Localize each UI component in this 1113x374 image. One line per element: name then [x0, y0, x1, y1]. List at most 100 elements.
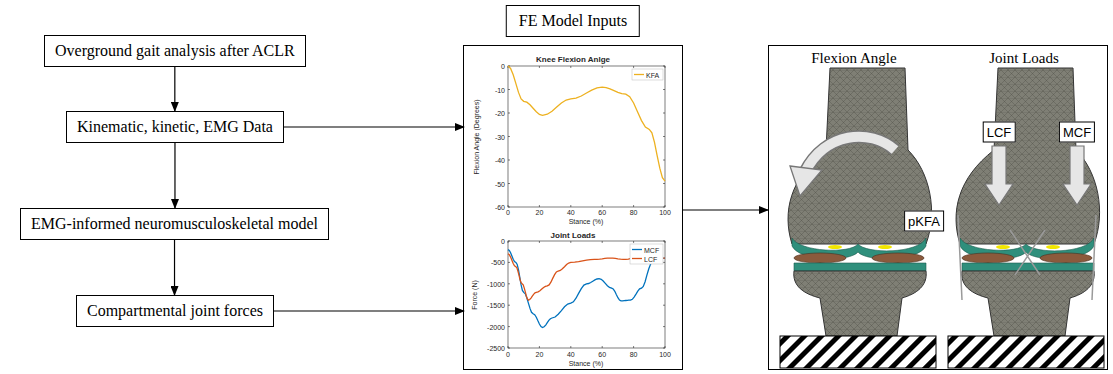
chart-label: 80 — [630, 209, 638, 216]
tick-mark — [539, 205, 540, 207]
axis-ticks — [508, 66, 665, 348]
chart-title: Joint Loads — [464, 231, 682, 240]
tick-mark — [633, 241, 634, 243]
tick-mark — [508, 305, 510, 306]
chart-label: 60 — [598, 209, 606, 216]
flow-arrow — [274, 310, 464, 311]
box-text: Overground gait analysis after ACLR — [55, 42, 295, 59]
tick-mark — [663, 66, 665, 67]
legend-line — [632, 258, 642, 259]
load-arrows — [985, 146, 1091, 205]
tick-mark — [508, 113, 510, 114]
process-box: EMG-informed neuromusculoskeletal model — [20, 208, 329, 240]
process-box: Compartmental joint forces — [76, 295, 274, 327]
callout-label: pKFA — [904, 211, 944, 232]
chart-label: 20 — [535, 351, 543, 358]
tick-mark — [633, 205, 634, 207]
chart-label: 20 — [535, 209, 543, 216]
plot-frame — [508, 241, 665, 348]
axis-label: Flexion Angle (Degrees) — [473, 99, 480, 174]
chart-label: -1500 — [487, 302, 505, 309]
tick-mark — [663, 89, 665, 90]
chart-label: -2500 — [487, 345, 505, 352]
chart-label: Stance (%) — [569, 360, 604, 367]
callout-label: MCF — [1059, 122, 1095, 143]
flow-arrow — [174, 240, 175, 295]
tick-mark — [602, 66, 603, 68]
chart-label: -20 — [495, 110, 505, 117]
tick-mark — [663, 305, 665, 306]
chart-label: 40 — [567, 209, 575, 216]
tick-mark — [663, 241, 665, 242]
tick-mark — [602, 346, 603, 348]
chart-label: 100 — [659, 209, 671, 216]
chart-label: LCF — [644, 255, 657, 262]
tick-mark — [602, 241, 603, 243]
chart-area: Knee Flexion Anlge — [464, 53, 682, 230]
flow-arrow — [683, 209, 768, 210]
process-box: Overground gait analysis after ACLR — [44, 35, 306, 67]
box-text: Compartmental joint forces — [87, 302, 263, 319]
legend-line — [634, 74, 644, 75]
chart-label: 0 — [506, 351, 510, 358]
figure-title: Joint Loads — [939, 50, 1109, 67]
axis-label: Force (N) — [471, 280, 478, 310]
tick-mark — [508, 89, 510, 90]
flexion-arrow-head — [790, 166, 822, 196]
flow-arrow — [284, 126, 464, 127]
process-box: Kinematic, kinetic, EMG Data — [66, 111, 284, 143]
kfa-curve — [508, 66, 665, 181]
tick-mark — [663, 283, 665, 284]
tick-mark — [539, 241, 540, 243]
tick-mark — [663, 262, 665, 263]
chart-label: -10 — [495, 86, 505, 93]
chart-label: 0 — [501, 238, 505, 245]
callout-label: LCF — [983, 122, 1016, 143]
tick-mark — [663, 183, 665, 184]
tick-mark — [539, 66, 540, 68]
chart-label: 0 — [501, 63, 505, 70]
tick-mark — [570, 346, 571, 348]
panel-heading: FE Model Inputs — [506, 5, 640, 37]
box-text: Kinematic, kinetic, EMG Data — [77, 118, 273, 135]
flow-arrow — [174, 67, 175, 111]
chart-label: -50 — [495, 180, 505, 187]
tick-mark — [633, 66, 634, 68]
tick-mark — [663, 136, 665, 137]
chart-label: Stance (%) — [569, 218, 604, 225]
chart-label: 80 — [630, 351, 638, 358]
tick-mark — [508, 160, 510, 161]
chart-label: -500 — [491, 259, 505, 266]
tick-mark — [508, 326, 510, 327]
tick-mark — [570, 241, 571, 243]
legend-frame — [632, 69, 663, 80]
box-text: EMG-informed neuromusculoskeletal model — [31, 215, 318, 232]
tick-mark — [508, 262, 510, 263]
fe-model-panel: Flexion AngleJoint Loads — [768, 45, 1108, 370]
chart-label: -30 — [495, 133, 505, 140]
tick-mark — [508, 183, 510, 184]
tick-mark — [508, 136, 510, 137]
legend-line — [632, 249, 642, 250]
plot-frame — [508, 66, 665, 207]
tick-mark — [539, 346, 540, 348]
tick-mark — [663, 207, 665, 208]
tick-mark — [570, 66, 571, 68]
figure-title: Flexion Angle — [769, 50, 939, 67]
chart-label: 40 — [567, 351, 575, 358]
chart-label: KFA — [646, 71, 659, 78]
chart-label: 60 — [598, 351, 606, 358]
flow-arrow — [174, 143, 175, 208]
chart-label: -60 — [495, 204, 505, 211]
tick-mark — [663, 113, 665, 114]
chart-label: 0 — [506, 209, 510, 216]
chart-label: MCF — [644, 246, 659, 253]
tick-mark — [663, 348, 665, 349]
chart-label: -1000 — [487, 280, 505, 287]
tick-mark — [508, 283, 510, 284]
tick-mark — [633, 346, 634, 348]
tick-mark — [663, 326, 665, 327]
tick-mark — [508, 348, 510, 349]
chart-title: Knee Flexion Anlge — [464, 55, 682, 64]
